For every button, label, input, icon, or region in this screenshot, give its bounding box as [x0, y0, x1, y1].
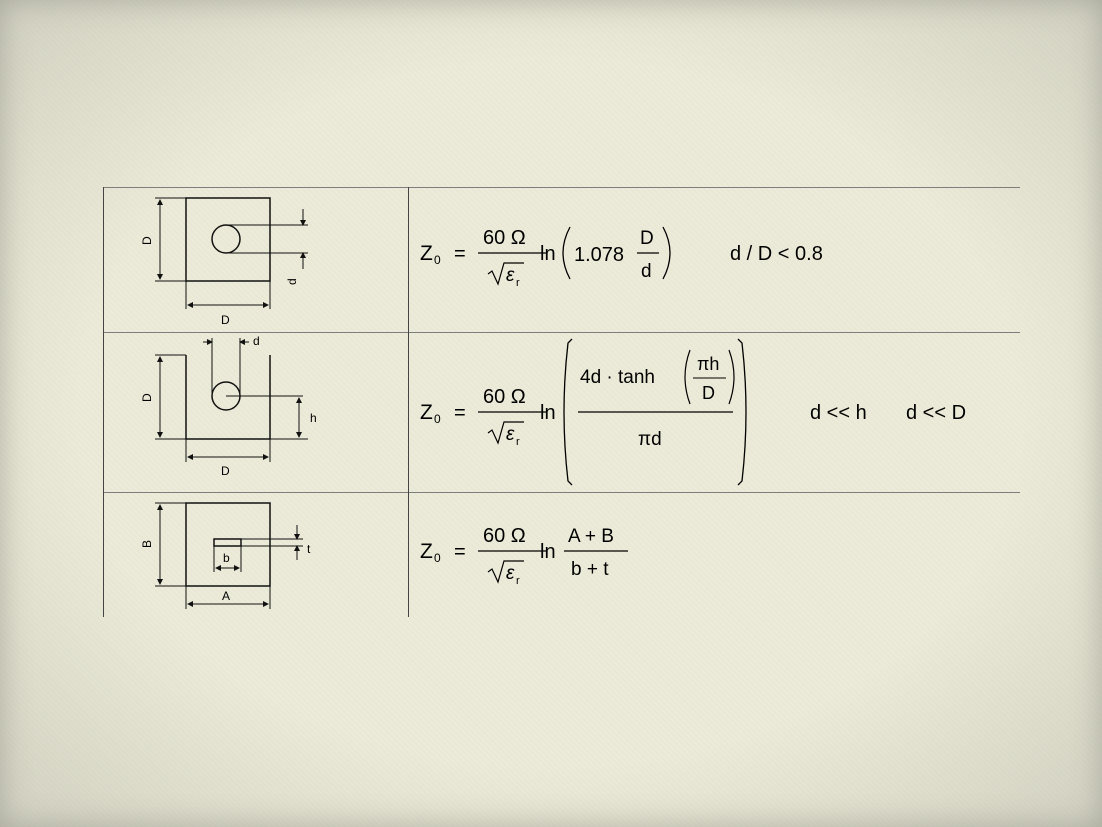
dim-width-label: D [221, 464, 230, 478]
dim-inner-label: b [223, 551, 230, 565]
inner-denominator: D [702, 383, 715, 403]
numerator-60-ohm: 60 Ω [483, 525, 526, 547]
formula-row-2: Z 0 = 60 Ω ε r ln 4d · tanh πh D πd d <<… [420, 338, 966, 486]
epsilon-subscript: r [516, 436, 520, 448]
epsilon-symbol: ε [506, 265, 515, 286]
table-rule-row2 [103, 492, 1020, 493]
strip-in-box-diagram: B A b t [140, 502, 311, 609]
dim-side-label: t [307, 542, 311, 556]
table-rule-row1 [103, 332, 1020, 333]
dim-side-label: d [285, 278, 299, 285]
dim-side-label: h [310, 411, 317, 425]
condition-d-h: d << h [810, 402, 867, 424]
arg-denominator: b + t [571, 559, 609, 580]
z0-subscript: 0 [434, 412, 441, 426]
condition-d-D: d << D [906, 402, 966, 424]
right-big-paren [737, 338, 747, 486]
table-rule-top [103, 187, 1020, 188]
epsilon-symbol: ε [506, 563, 515, 584]
numerator-60-ohm: 60 Ω [483, 386, 526, 408]
z0-symbol: Z [420, 242, 433, 265]
dim-height-label: D [140, 236, 154, 245]
coax-square-round-diagram: D D d [140, 197, 308, 327]
equals-sign: = [454, 541, 466, 563]
formula-table: D D d Z 0 = 60 Ω ε r ln 1.078 D d d / D … [103, 187, 1020, 617]
sqrt-sign [487, 262, 524, 286]
z0-subscript: 0 [434, 551, 441, 565]
dim-width-label: D [221, 313, 230, 327]
z0-symbol: Z [420, 401, 433, 424]
equals-sign: = [454, 243, 466, 265]
sqrt-sign [487, 421, 524, 445]
arg-denominator: d [641, 261, 652, 282]
left-paren [562, 226, 571, 280]
formula-row-3: Z 0 = 60 Ω ε r ln A + B b + t [420, 525, 628, 587]
left-big-paren [563, 338, 573, 486]
coefficient-1078: 1.078 [574, 244, 624, 266]
right-paren [662, 226, 671, 280]
equals-sign: = [454, 402, 466, 424]
dim-height-label: D [140, 393, 154, 402]
ln-function: ln [540, 541, 556, 563]
condition-text: d / D < 0.8 [730, 243, 823, 265]
epsilon-subscript: r [516, 575, 520, 587]
table-rule-middle [408, 187, 409, 617]
table-rule-left [103, 187, 104, 617]
dim-width-label: A [222, 589, 230, 603]
numerator-60-ohm: 60 Ω [483, 227, 526, 249]
dim-height-label: B [140, 540, 154, 548]
dim-top-label: d [253, 334, 260, 348]
trough-line-diagram: D D d h [140, 334, 317, 478]
tanh-term: 4d · tanh [580, 367, 655, 388]
inner-right-paren [728, 349, 735, 405]
formula-row-1: Z 0 = 60 Ω ε r ln 1.078 D d d / D < 0.8 [420, 226, 823, 289]
ln-function: ln [540, 402, 556, 424]
arg-denominator: πd [638, 429, 662, 450]
z0-symbol: Z [420, 540, 433, 563]
arg-numerator: A + B [568, 526, 614, 547]
inner-left-paren [684, 349, 691, 405]
epsilon-subscript: r [516, 277, 520, 289]
epsilon-symbol: ε [506, 424, 515, 445]
ln-function: ln [540, 243, 556, 265]
sqrt-sign [487, 560, 524, 584]
inner-numerator: πh [697, 354, 719, 374]
z0-subscript: 0 [434, 253, 441, 267]
arg-numerator: D [640, 228, 654, 249]
